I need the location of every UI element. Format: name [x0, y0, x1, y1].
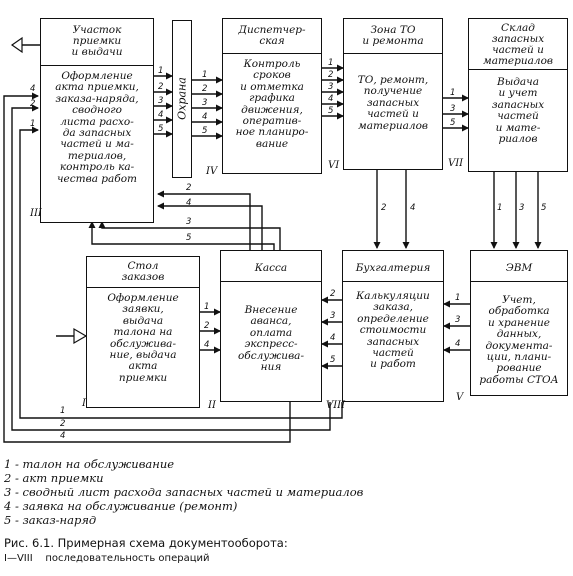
legend-item: 3 - сводный лист расхода запасных частей…	[4, 485, 364, 499]
figure-caption-note: I—VIII последовательность операций	[4, 553, 210, 564]
block-title: Участок приемки и выдачи	[71, 24, 123, 58]
legend-item: 5 - заказ-наряд	[4, 513, 97, 527]
block-body: Оформление заявки, выдача талона на обсл…	[107, 292, 179, 384]
block-body: ТО, ремонт, получение запасных частей и …	[357, 74, 429, 132]
block-body: Внесение аванса, оплата экспресс- обслуж…	[237, 304, 304, 374]
block-body: Оформление акта приемки, заказа-наряда, …	[55, 70, 139, 185]
block-stol: Стол заказов Оформление заявки, выдача т…	[86, 256, 200, 408]
block-okhrana	[172, 20, 192, 178]
block-title: Диспетчер- ская	[238, 24, 306, 47]
block-title: Зона ТО и ремонта	[362, 24, 424, 47]
legend-item: 4 - заявка на обслуживание (ремонт)	[4, 499, 238, 513]
legend: 1 - талон на обслуживание 2 - акт приемк…	[4, 457, 363, 527]
roman-label: II	[208, 400, 216, 411]
roman-label: I	[82, 398, 86, 409]
block-sklad: Склад запасных частей и материалов Выдач…	[468, 18, 568, 172]
roman-label: VIII	[326, 400, 346, 411]
block-title: Бухгалтерия	[355, 262, 431, 274]
block-evm: ЭВМ Учет, обработка и хранение данных, д…	[470, 250, 568, 396]
figure-caption: Рис. 6.1. Примерная схема документооборо…	[4, 536, 288, 550]
roman-label: VII	[448, 158, 464, 169]
block-zona: Зона ТО и ремонта ТО, ремонт, получение …	[343, 18, 443, 170]
block-dispatch: Диспетчер- ская Контроль сроков и отметк…	[222, 18, 322, 174]
block-body: Контроль сроков и отметка графика движен…	[235, 58, 309, 150]
block-kassa: Касса Внесение аванса, оплата экспресс- …	[220, 250, 322, 402]
block-title: Охрана	[175, 77, 189, 120]
block-body: Выдача и учет запасных частей и мате- ри…	[491, 76, 545, 146]
block-priemka: Участок приемки и выдачи Оформление акта…	[40, 18, 154, 223]
roman-label: III	[30, 208, 42, 219]
block-bukh: Бухгалтерия Калькуляции заказа, определе…	[342, 250, 444, 402]
block-title: Стол заказов	[121, 260, 165, 283]
roman-label: V	[456, 392, 464, 403]
block-title: ЭВМ	[505, 262, 533, 274]
block-title: Склад запасных частей и материалов	[483, 22, 553, 67]
legend-item: 1 - талон на обслуживание	[4, 457, 175, 471]
legend-item: 2 - акт приемки	[4, 471, 104, 485]
block-body: Калькуляции заказа, определение стоимост…	[356, 290, 430, 371]
roman-label: IV	[206, 166, 218, 177]
block-title: Касса	[254, 262, 288, 274]
roman-label: VI	[328, 160, 340, 171]
block-body: Учет, обработка и хранение данных, докум…	[479, 294, 559, 386]
